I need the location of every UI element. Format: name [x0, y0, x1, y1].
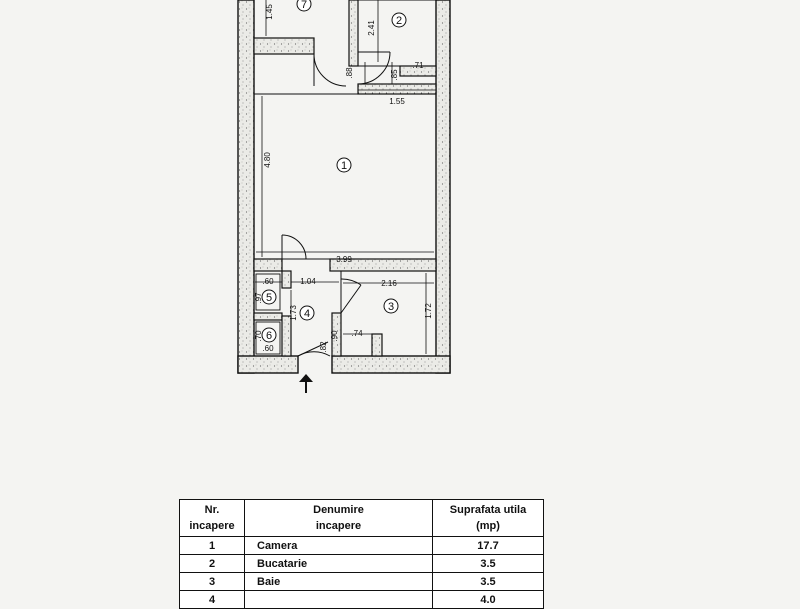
room-markers [261, 0, 407, 343]
dim-82: .82 [319, 341, 328, 353]
dim-3-99: 3.99 [336, 255, 352, 264]
header-name: Denumire incapere [244, 499, 433, 537]
dim-1-45: 1.45 [265, 4, 274, 20]
cell-area: 3.5 [432, 572, 544, 591]
cell-nr: 1 [179, 536, 245, 555]
door-swings [281, 51, 391, 357]
room-label-6: 6 [266, 330, 272, 342]
dim-90: .90 [330, 330, 339, 342]
header-name-line-2: incapere [315, 520, 362, 532]
room-outlines [253, 0, 437, 357]
cell-name: Bucatarie [244, 554, 433, 573]
header-nr: Nr. incapere [179, 499, 245, 537]
room-label-7: 7 [301, 0, 307, 11]
dim-85: .85 [390, 69, 399, 81]
table-row: 1 Camera 17.7 [179, 536, 544, 555]
header-area-line-2: (mp) [476, 520, 500, 532]
cell-area: 3.5 [432, 554, 544, 573]
header-nr-line-1: Nr. [204, 504, 220, 516]
header-area-line-1: Suprafata utila [449, 504, 527, 516]
closet-outlines [255, 273, 281, 355]
dim-1-04: 1.04 [300, 277, 316, 286]
room-label-5: 5 [266, 292, 272, 304]
interior-walls [253, 0, 437, 357]
dimension-lines [255, 0, 436, 354]
dim-2-16: 2.16 [381, 279, 397, 288]
exterior-walls [237, 0, 451, 374]
header-name-line-1: Denumire [313, 504, 364, 516]
header-area: Suprafata utila (mp) [432, 499, 544, 537]
dim-71: .71 [412, 61, 424, 70]
dim-74: .74 [351, 329, 363, 338]
dim-1-73: 1.73 [289, 305, 298, 321]
entrance-arrow-icon [299, 374, 313, 393]
dim-1-72: 1.72 [424, 303, 433, 319]
room-label-4: 4 [304, 308, 310, 320]
dim-97: .97 [254, 292, 263, 304]
dim-88: .88 [345, 67, 354, 79]
cell-name: Baie [244, 572, 433, 591]
dim-60-top: .60 [262, 277, 274, 286]
table-row: 2 Bucatarie 3.5 [179, 554, 544, 573]
dim-2-41: 2.41 [367, 20, 376, 36]
room-label-3: 3 [388, 301, 394, 313]
cell-area: 17.7 [432, 536, 544, 555]
room-area-table: Nr. incapere Denumire incapere Suprafata… [179, 499, 544, 609]
dim-4-80: 4.80 [263, 152, 272, 168]
table-header-row: Nr. incapere Denumire incapere Suprafata… [179, 499, 544, 537]
dim-1-55: 1.55 [389, 97, 405, 106]
cell-name: Camera [244, 536, 433, 555]
table-row: 3 Baie 3.5 [179, 572, 544, 591]
header-nr-line-2: incapere [189, 520, 235, 532]
cell-nr: 3 [179, 572, 245, 591]
dim-60-bottom: .60 [262, 344, 274, 353]
cell-nr: 2 [179, 554, 245, 573]
room-label-2: 2 [396, 15, 402, 27]
room-label-1: 1 [341, 160, 347, 172]
dim-70: .70 [254, 330, 263, 342]
